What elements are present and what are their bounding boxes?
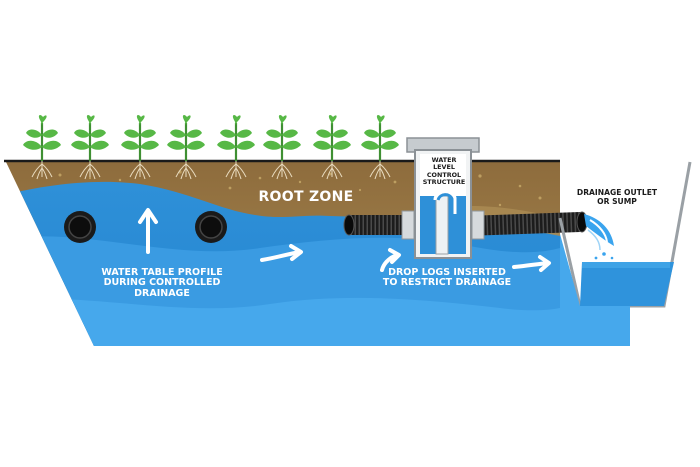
root-zone-label: ROOT ZONE xyxy=(258,189,354,205)
seedling-icon xyxy=(313,115,351,180)
seedling-icon xyxy=(121,115,159,180)
arrow-icon xyxy=(260,244,303,262)
corrugated-pipe-icon xyxy=(343,214,406,236)
pipe-coupler-left xyxy=(401,210,415,240)
water-table-label-line: DURING CONTROLLED xyxy=(103,277,221,289)
drop-logs-label: DROP LOGS INSERTED TO RESTRICT DRAINAGE xyxy=(372,267,522,289)
structure-label-line: CONTROL xyxy=(426,170,462,179)
seedling-icon xyxy=(23,115,61,180)
water-level-control-structure xyxy=(406,137,480,259)
seedling-icon xyxy=(361,115,399,180)
arrow-icon xyxy=(138,208,158,254)
drop-logs-label-line: DROP LOGS INSERTED xyxy=(388,267,506,278)
drop-logs-label-line: TO RESTRICT DRAINAGE xyxy=(382,277,512,289)
water-band-2 xyxy=(6,297,560,346)
seedling-icon xyxy=(263,115,301,180)
drain-tile-icon xyxy=(64,211,96,243)
structure-label-line: LEVEL xyxy=(433,163,455,172)
arrow-icon xyxy=(512,255,551,272)
water-splash-icon xyxy=(584,214,614,260)
water-table-label-line: DRAINAGE xyxy=(134,287,190,299)
pipe-coupler-right xyxy=(471,210,485,240)
seedling-icon xyxy=(217,115,255,180)
arrow-icon xyxy=(380,248,401,272)
seedling-icon xyxy=(71,115,109,180)
drainage-outlet-sump xyxy=(558,161,692,346)
outlet-label-line: DRAINAGE OUTLET xyxy=(576,188,658,197)
water-table-profile-label: WATER TABLE PROFILE DURING CONTROLLED DR… xyxy=(78,267,246,299)
structure-label-line: WATER xyxy=(431,156,457,164)
drain-tile-icon xyxy=(195,211,227,243)
water-table-label-line: WATER TABLE PROFILE xyxy=(101,267,223,278)
drainage-outlet-label: DRAINAGE OUTLET OR SUMP xyxy=(572,188,662,207)
seedling-icon-group xyxy=(23,115,399,180)
control-structure-label: WATER LEVEL CONTROL STRUCTURE xyxy=(418,156,470,187)
outlet-label-line: OR SUMP xyxy=(597,197,637,207)
structure-label-line: STRUCTURE xyxy=(422,178,466,187)
seedling-icon xyxy=(167,115,205,180)
